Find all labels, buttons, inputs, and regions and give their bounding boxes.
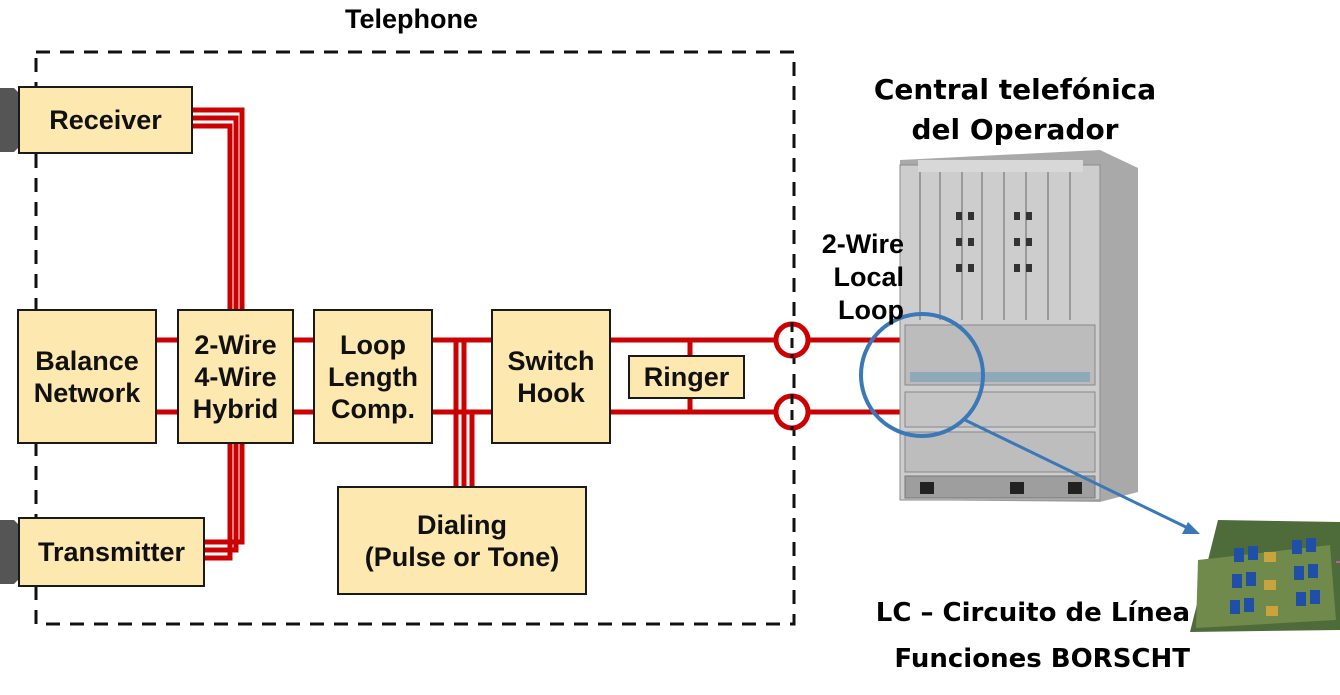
switch-hook-block: Switch Hook (491, 309, 611, 444)
central-office-label: Central telefónica del Operador (873, 73, 1157, 146)
red-wires (156, 107, 910, 561)
line-card-callout-circle (859, 312, 985, 438)
hybrid-block: 2-Wire 4-Wire Hybrid (177, 309, 294, 444)
central-office-rack (899, 150, 1138, 502)
callout-arrow (964, 418, 1193, 532)
line-card-image (1190, 520, 1340, 632)
line-card-label: LC – Circuito de Línea Funciones BORSCHT (875, 598, 1190, 674)
transmitter-block: Transmitter (18, 517, 205, 587)
telephone-label: Telephone (345, 4, 479, 34)
receiver-block: Receiver (18, 86, 193, 154)
dialing-block: Dialing (Pulse or Tone) (337, 486, 587, 595)
local-loop-label: 2-Wire Local Loop (821, 229, 904, 325)
balance-network-block: Balance Network (17, 309, 157, 444)
ringer-block: Ringer (628, 355, 745, 399)
loop-length-comp-block: Loop Length Comp. (313, 309, 433, 444)
